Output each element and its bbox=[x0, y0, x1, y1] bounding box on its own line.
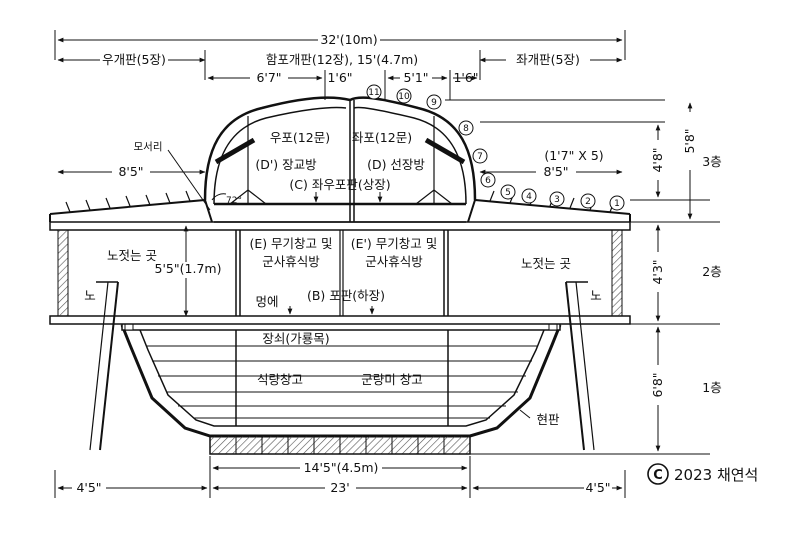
dim-bottom-left-4-5: 4'5" bbox=[76, 480, 101, 495]
plank-number: 3 bbox=[554, 195, 560, 205]
dimension-texts: 32'(10m) 우개판(5장) 함포개판(12장), 15'(4.7m) 좌개… bbox=[76, 32, 697, 495]
label-lower-deck: (B) 포판(하장) bbox=[307, 288, 385, 303]
label-jangsoe: 장쇠(가룡목) bbox=[262, 331, 329, 346]
dim-left-oar-panel: 우개판(5장) bbox=[102, 52, 166, 67]
plank-number: 7 bbox=[477, 152, 483, 162]
dim-right-5-8: 5'8" bbox=[682, 128, 697, 153]
label-rowing-area-left: 노젓는 곳 bbox=[107, 248, 157, 263]
upper-roof-structure bbox=[49, 96, 631, 223]
plank-marker bbox=[426, 94, 442, 110]
plank-marker bbox=[458, 120, 474, 136]
label-army-rice-storage: 군량미 창고 bbox=[361, 372, 422, 387]
plank-marker bbox=[609, 195, 625, 211]
dim-right-4-8: 4'8" bbox=[650, 147, 665, 172]
label-left-gun-ports: 우포(12문) bbox=[270, 130, 330, 145]
plank-number: 11 bbox=[368, 88, 379, 98]
dim-right-oar-panel: 좌개판(5장) bbox=[516, 52, 580, 67]
copyright-symbol: C bbox=[653, 468, 663, 483]
dim-bottom-14-5: 14'5"(4.5m) bbox=[304, 460, 379, 475]
dimension-lines bbox=[54, 30, 720, 498]
dim-top-6-7: 6'7" bbox=[256, 70, 281, 85]
label-right-armory-1: (E') 무기창고 및 bbox=[351, 236, 438, 251]
copyright-notice: C 2023 채연석 bbox=[647, 463, 758, 485]
plank-marker bbox=[480, 172, 496, 188]
plank-marker bbox=[500, 184, 516, 200]
plank-marker bbox=[366, 84, 382, 100]
label-rowing-area-right: 노젓는 곳 bbox=[521, 256, 571, 271]
plank-number: 2 bbox=[585, 197, 591, 207]
plank-number: 5 bbox=[505, 188, 511, 198]
dim-bottom-right-4-5: 4'5" bbox=[585, 480, 610, 495]
label-oar-left: 노 bbox=[84, 288, 96, 303]
dim-right-4-3: 4'3" bbox=[650, 259, 665, 284]
label-hyeonpan: 현판 bbox=[536, 412, 560, 427]
label-food-storage: 식량창고 bbox=[257, 372, 303, 387]
label-captain-room: (D) 선장방 bbox=[367, 157, 425, 172]
plank-marker bbox=[396, 88, 412, 104]
dim-top-5-1: 5'1" bbox=[403, 70, 428, 85]
dim-top-1-6-right: 1'6" bbox=[453, 70, 478, 85]
dim-total-width: 32'(10m) bbox=[320, 32, 377, 47]
floor-first: 1층 bbox=[702, 380, 721, 395]
label-right-armory-2: 군사휴식방 bbox=[365, 254, 423, 269]
plank-number: 1 bbox=[614, 199, 620, 209]
copyright-text: 2023 채연석 bbox=[674, 466, 758, 484]
hull-lower-floor bbox=[120, 321, 562, 455]
copyright-icon bbox=[647, 463, 669, 485]
plank-number-texts: 1 2 3 4 5 6 7 8 9 10 11 bbox=[368, 88, 620, 209]
dim-bottom-23: 23' bbox=[330, 480, 349, 495]
label-meonge: 멍에 bbox=[255, 294, 278, 309]
room-labels: 모서리 우포(12문) 좌포(12문) (D') 장교방 (D) 선장방 (C)… bbox=[84, 130, 602, 427]
plank-number: 4 bbox=[526, 192, 532, 202]
plank-number: 8 bbox=[463, 124, 469, 134]
dim-gun-cover-panel: 함포개판(12장), 15'(4.7m) bbox=[266, 52, 418, 67]
plank-number: 10 bbox=[398, 92, 410, 102]
label-right-gun-ports: 좌포(12문) bbox=[352, 130, 412, 145]
label-officer-room: (D') 장교방 bbox=[255, 157, 317, 172]
dim-top-1-6-left: 1'6" bbox=[327, 70, 352, 85]
dim-right-1-7-x5: (1'7" X 5) bbox=[544, 148, 603, 163]
dim-angle-72: 72° bbox=[226, 196, 242, 206]
plank-marker bbox=[472, 148, 488, 164]
label-left-armory-1: (E) 무기창고 및 bbox=[249, 236, 332, 251]
plank-marker bbox=[580, 193, 596, 209]
plank-number: 9 bbox=[431, 98, 437, 108]
plank-number-markers bbox=[366, 84, 625, 211]
dim-right-6-8: 6'8" bbox=[650, 372, 665, 397]
dim-left-8-5: 8'5" bbox=[118, 164, 143, 179]
dim-right-8-5: 8'5" bbox=[543, 164, 568, 179]
plank-marker bbox=[521, 188, 537, 204]
dim-height-5-5: 5'5"(1.7m) bbox=[155, 261, 222, 276]
plank-number: 6 bbox=[485, 176, 491, 186]
floor-second: 2층 bbox=[702, 264, 721, 279]
label-upper-deck: (C) 좌우포판(상장) bbox=[289, 177, 390, 192]
plank-marker bbox=[549, 191, 565, 207]
label-oar-right: 노 bbox=[590, 288, 602, 303]
label-left-armory-2: 군사휴식방 bbox=[262, 254, 320, 269]
floor-labels: 3층 2층 1층 bbox=[702, 154, 721, 395]
floor-third: 3층 bbox=[702, 154, 721, 169]
label-moseori: 모서리 bbox=[134, 141, 163, 153]
